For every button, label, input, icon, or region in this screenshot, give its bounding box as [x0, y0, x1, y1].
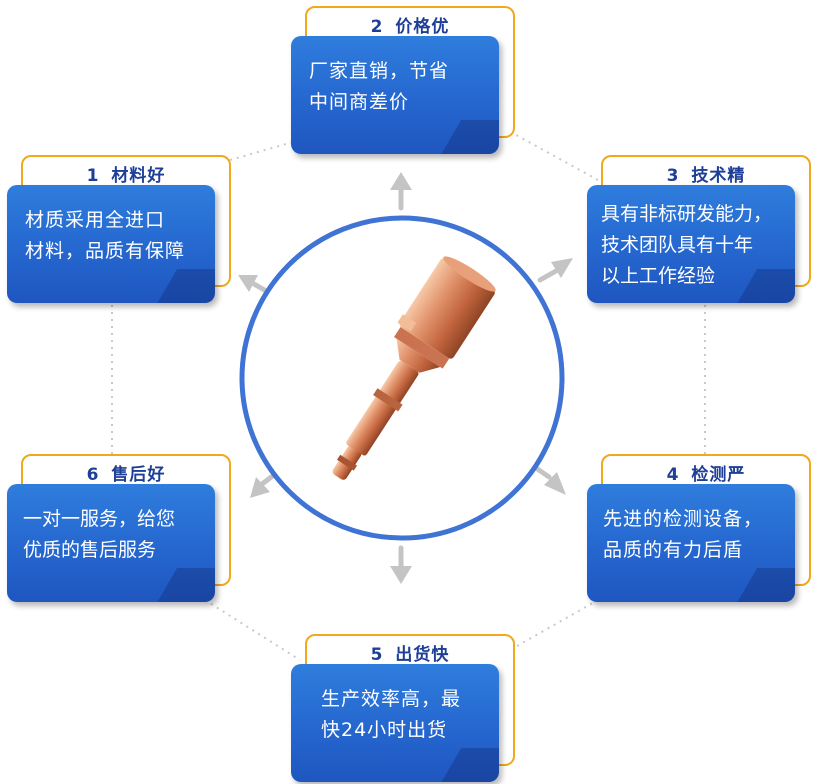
connector-6-5: [204, 599, 301, 661]
feature-desc-2: 厂家直销，节省 中间商差价: [309, 56, 491, 118]
feature-panel-4: 先进的检测设备， 品质的有力后盾: [587, 484, 795, 602]
dotted-connectors: [111, 124, 706, 661]
arrow-lower-right-icon: [533, 465, 566, 495]
feature-title-text-1: 材料好: [111, 166, 166, 186]
arrow-down-icon: [390, 545, 412, 584]
feature-title-5: 5 出货快: [307, 640, 513, 665]
feature-desc-line: 以上工作经验: [601, 265, 716, 287]
feature-title-text-5: 出货快: [395, 645, 450, 665]
feature-number-3: 3: [666, 166, 680, 186]
feature-desc-6: 一对一服务，给您 优质的售后服务: [23, 504, 207, 566]
feature-title-4: 4 检测严: [603, 460, 809, 485]
feature-title-6: 6 售后好: [23, 460, 229, 485]
feature-panel-2: 厂家直销，节省 中间商差价: [291, 36, 499, 154]
feature-desc-line: 技术团队具有十年: [601, 234, 754, 256]
feature-desc-line: 品质的有力后盾: [603, 539, 744, 561]
feature-desc-5: 生产效率高，最 快24小时出货: [321, 684, 491, 746]
feature-number-1: 1: [86, 166, 100, 186]
feature-title-text-6: 售后好: [111, 465, 166, 485]
feature-desc-line: 生产效率高，最: [321, 688, 462, 710]
feature-panel-3: 具有非标研发能力， 技术团队具有十年 以上工作经验: [587, 185, 795, 303]
feature-desc-line: 快24小时出货: [321, 719, 448, 741]
feature-number-6: 6: [86, 465, 100, 485]
arrow-up-icon: [390, 172, 412, 211]
arrow-lower-left-icon: [250, 472, 277, 498]
arrows: [238, 172, 573, 584]
feature-number-4: 4: [666, 465, 680, 485]
copper-shaft-part-icon: [332, 256, 496, 480]
feature-desc-3: 具有非标研发能力， 技术团队具有十年 以上工作经验: [601, 199, 787, 292]
feature-desc-line: 一对一服务，给您: [23, 508, 176, 530]
feature-panel-6: 一对一服务，给您 优质的售后服务: [7, 484, 215, 602]
feature-desc-line: 优质的售后服务: [23, 539, 157, 561]
feature-number-5: 5: [370, 645, 384, 665]
feature-desc-line: 厂家直销，节省: [309, 60, 450, 82]
arrow-upper-left-icon: [238, 275, 271, 295]
connector-2-3: [497, 124, 599, 181]
feature-title-1: 1 材料好: [23, 161, 229, 186]
feature-desc-line: 具有非标研发能力，: [601, 203, 773, 225]
feature-title-text-4: 检测严: [691, 465, 746, 485]
feature-desc-line: 材料，品质有保障: [25, 240, 186, 262]
feature-panel-1: 材质采用全进口 材料，品质有保障: [7, 185, 215, 303]
connector-1-2: [229, 139, 301, 161]
feature-desc-line: 先进的检测设备，: [603, 508, 764, 530]
feature-desc-line: 中间商差价: [309, 91, 410, 113]
feature-desc-4: 先进的检测设备， 品质的有力后盾: [603, 504, 787, 566]
feature-desc-line: 材质采用全进口: [25, 209, 166, 231]
feature-desc-1: 材质采用全进口 材料，品质有保障: [25, 205, 207, 267]
feature-title-text-2: 价格优: [395, 17, 450, 37]
connector-4-5: [509, 599, 599, 651]
feature-number-2: 2: [370, 17, 384, 37]
feature-panel-5: 生产效率高，最 快24小时出货: [291, 664, 499, 782]
feature-title-2: 2 价格优: [307, 12, 513, 37]
feature-title-text-3: 技术精: [691, 166, 746, 186]
arrow-upper-right-icon: [537, 258, 573, 283]
feature-title-3: 3 技术精: [603, 161, 809, 186]
